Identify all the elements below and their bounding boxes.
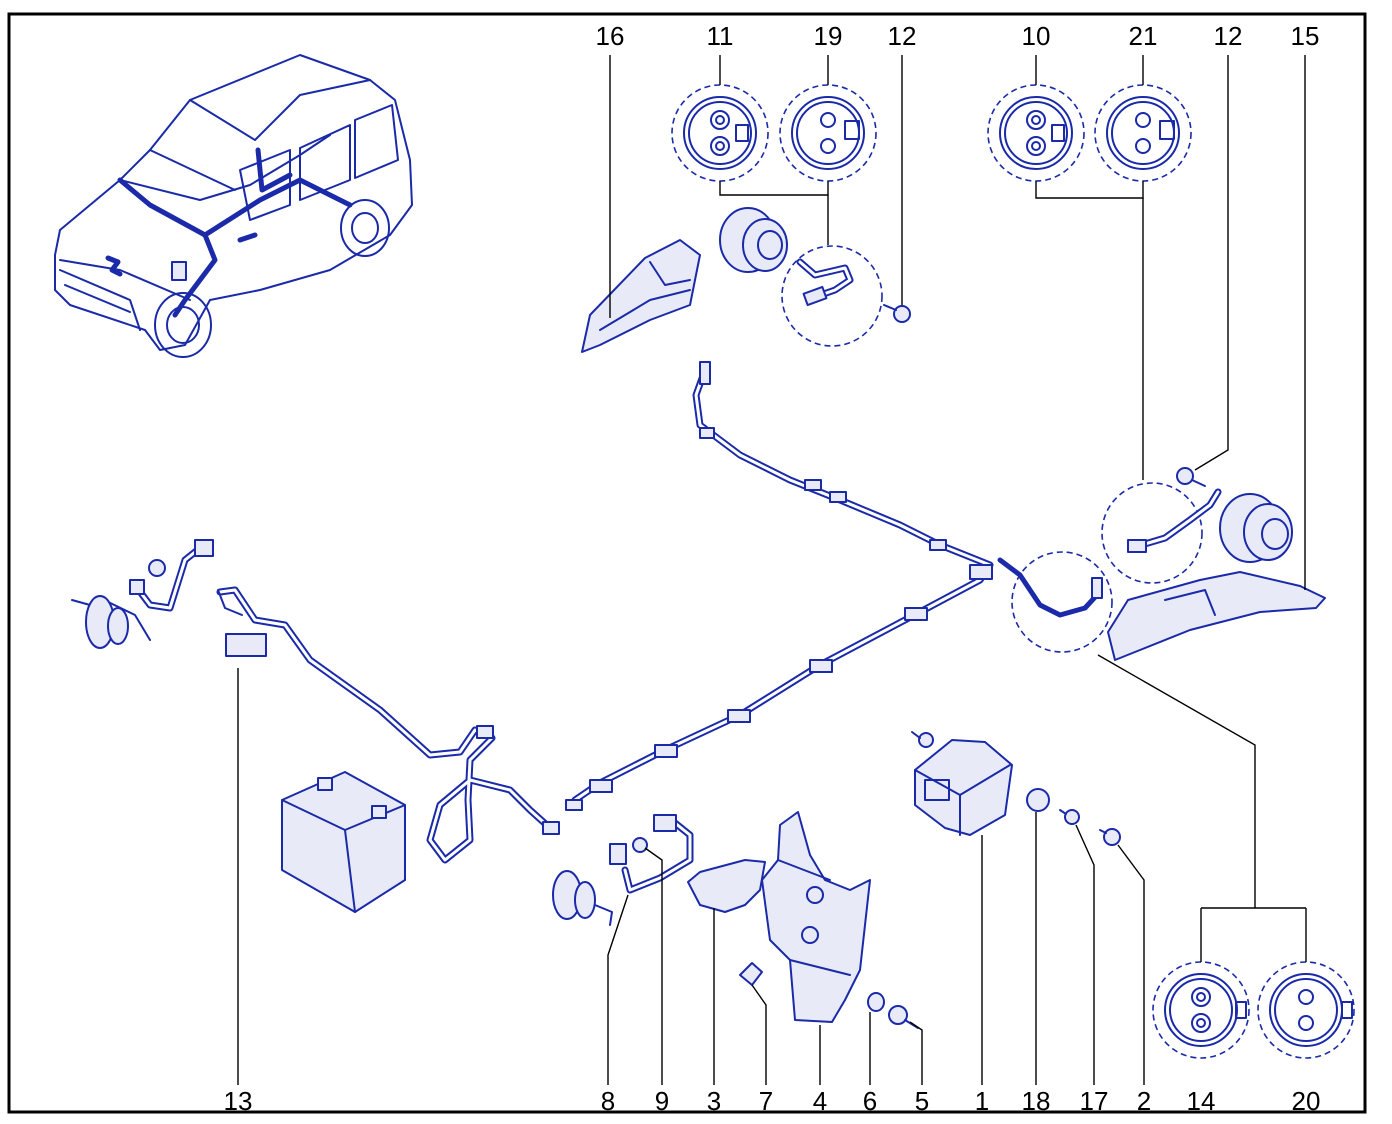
callout-4: 4	[813, 1086, 827, 1116]
callout-20: 20	[1292, 1086, 1321, 1116]
callout-labels: 16 11 19 12 10 21 12 15 13 8 9 3 7 4 6 5…	[224, 21, 1321, 1116]
front-right-sensor-assembly	[997, 467, 1326, 661]
leader-lines	[237, 55, 1307, 1085]
callout-2: 2	[1137, 1086, 1151, 1116]
connector-view-20	[1257, 961, 1355, 1059]
bracket-4	[739, 811, 871, 1023]
callout-16: 16	[596, 21, 625, 51]
callout-5: 5	[915, 1086, 929, 1116]
rear-right-sensor	[552, 814, 694, 926]
callout-18: 18	[1022, 1086, 1051, 1116]
van-icon	[54, 54, 413, 358]
callout-12-right: 12	[1214, 21, 1243, 51]
callout-11: 11	[707, 21, 734, 51]
abs-hydraulic-unit-icon	[911, 731, 1121, 846]
callout-14: 14	[1187, 1086, 1216, 1116]
battery-icon	[281, 771, 406, 913]
diagram-frame	[7, 12, 1367, 1114]
washer-6	[867, 992, 885, 1012]
callout-15: 15	[1291, 21, 1320, 51]
front-left-sensor-assembly	[581, 207, 911, 353]
callout-12-left: 12	[888, 21, 917, 51]
connector-view-14	[1152, 961, 1250, 1059]
callout-17: 17	[1080, 1086, 1109, 1116]
callout-9: 9	[655, 1086, 669, 1116]
callout-13: 13	[224, 1086, 253, 1116]
callout-10: 10	[1022, 21, 1051, 51]
rear-left-sensor	[71, 539, 214, 649]
callout-7: 7	[759, 1086, 773, 1116]
callout-21: 21	[1129, 21, 1158, 51]
callout-3: 3	[707, 1086, 721, 1116]
callout-1: 1	[975, 1086, 989, 1116]
callout-8: 8	[601, 1086, 615, 1116]
battery-harness	[216, 586, 560, 864]
abs-main-harness	[565, 361, 994, 811]
bracket-3	[687, 859, 766, 913]
connector-view-10	[987, 84, 1085, 182]
callout-6: 6	[863, 1086, 877, 1116]
callout-19: 19	[814, 21, 843, 51]
